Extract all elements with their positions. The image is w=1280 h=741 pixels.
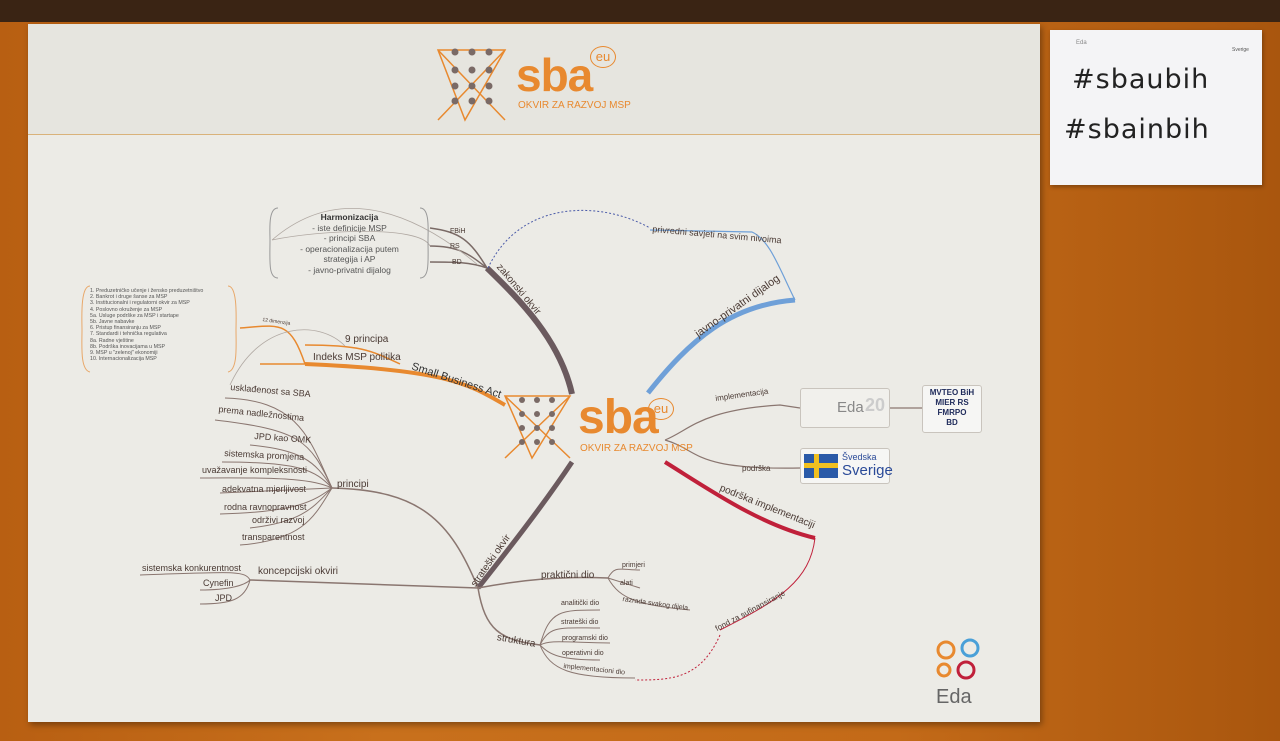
branch-podrska-implementaciji — [663, 460, 816, 540]
poster — [28, 24, 1040, 722]
center-eu-badge: eu — [648, 398, 674, 420]
dimension-item: 8a. Radne vještine — [90, 337, 134, 344]
header-sba-logo: sba — [516, 49, 593, 101]
struktura-item: analitički dio — [561, 600, 600, 607]
harmonizacija-title: Harmonizacija — [320, 212, 379, 222]
eda-corner-logo-text: Eda — [936, 686, 972, 708]
header-logo-subtitle: OKVIR ZA RAZVOJ MSP — [518, 100, 631, 111]
branch-javno-privatni-dijalog — [646, 297, 796, 395]
koncepcijski-item: sistemska konkurentnost — [142, 563, 242, 573]
dimension-item: 8b. Podrška inovacijama u MSP — [90, 343, 166, 350]
dimension-item: 2. Bankrot i druge šanse za MSP — [90, 294, 168, 301]
partner-item: MIER RS — [935, 398, 969, 407]
harmonizacija-line: - javno-privatni dijalog — [308, 264, 391, 275]
wall-top — [0, 0, 1280, 22]
dimensions-list: 1. Preduzetničko učenje i žensko preduze… — [90, 288, 203, 362]
prakticni-item: alati — [620, 580, 633, 587]
hashtag-sbainbih: #sbainbih — [1064, 114, 1210, 145]
node-koncepcijski-okviri: koncepcijski okviri — [258, 566, 339, 577]
struktura-item: strateški dio — [561, 619, 599, 626]
dimension-item: 3. Institucionalni i regulatorni okvir z… — [90, 300, 190, 307]
principi-item: adekvatna mjerljivost — [222, 484, 307, 494]
prakticni-item: primjeri — [622, 562, 645, 569]
dimension-item: 4. Poslovno okruženje za MSP — [90, 306, 163, 313]
dimension-item: 7. Standardi i tehnička regulativa — [90, 331, 167, 338]
sverige-small-text: Švedska — [842, 452, 877, 462]
dimension-item: 5a. Usluge podrške za MSP i startape — [90, 312, 179, 319]
partner-item: FMRPO — [937, 408, 967, 417]
eda-corner-logo-icon — [936, 638, 980, 680]
dimension-item: 1. Preduzetničko učenje i žensko preduze… — [90, 288, 204, 294]
harmonizacija-line: - operacionalizacija putem — [300, 243, 399, 254]
branch-zakonski-okvir — [484, 265, 575, 395]
harmonizacija-line: - iste definicije MSP — [312, 222, 387, 233]
branch-small-business-act — [304, 362, 506, 407]
partner-item: MVTEO BiH — [929, 388, 975, 397]
koncepcijski-item: JPD — [215, 593, 233, 603]
sverige-big-text: Sverige — [842, 462, 893, 479]
node-principi: principi — [337, 479, 369, 490]
dimension-item: 9. MSP u "zelenoj" ekonomiji — [90, 350, 158, 357]
hashtag-sbaubih: #sbaubih — [1072, 64, 1210, 95]
partner-item: BD — [946, 418, 958, 427]
center-logo-grid-icon — [503, 395, 572, 460]
partners-box: MVTEO BiH MIER RS FMRPO BD — [922, 385, 982, 433]
swedish-flag-icon — [804, 454, 838, 478]
center-logo-subtitle: OKVIR ZA RAZVOJ MSP — [580, 443, 693, 454]
dimension-item: 10. Internacionalizacija MSP — [90, 356, 157, 363]
hashtag-note: Eda Sverige #sbaubih #sbainbih — [1050, 30, 1262, 185]
harmonizacija-line: - principi SBA — [323, 233, 376, 243]
header-logo-grid-icon — [436, 48, 507, 122]
koncepcijski-item: Cynefin — [203, 578, 234, 588]
note-logo-right: Sverige — [1232, 47, 1249, 53]
node-prakticni-dio: praktični dio — [541, 570, 595, 581]
harmonizacija-box: Harmonizacija - iste definicije MSP - pr… — [282, 212, 417, 275]
node-indeks-msp-politika: Indeks MSP politika — [313, 352, 401, 363]
branch-strateski-okvir — [476, 460, 575, 590]
note-logo-left: Eda — [1076, 40, 1087, 46]
dimension-item: 5b. Javne nabavke — [90, 319, 135, 326]
node-bd: BD — [452, 259, 462, 266]
poster-header — [28, 24, 1040, 135]
eda-logo-text: Eda — [837, 399, 864, 416]
node-fbih: FBiH — [450, 228, 466, 235]
principi-item: održivi razvoj — [252, 515, 305, 525]
struktura-item: operativni dio — [562, 650, 604, 657]
node-9-principa: 9 principa — [345, 334, 389, 345]
eda-logo-number: 20 — [865, 395, 886, 415]
principi-item: uvažavanje kompleksnosti — [202, 465, 308, 475]
center-sba-logo: sba — [578, 391, 659, 444]
struktura-item: programski dio — [562, 635, 608, 642]
dimension-item: 6. Pristup finansiranju za MSP — [90, 325, 161, 332]
eda-logo-box: Eda 20 — [800, 388, 890, 428]
principi-item: rodna ravnopravnost — [224, 502, 307, 512]
header-eu-badge: eu — [590, 46, 616, 68]
node-rs: RS — [450, 243, 460, 250]
sverige-logo-box: Švedska Sverige — [800, 448, 893, 484]
principi-item: transparentnost — [242, 532, 305, 542]
node-podrska: podrška — [742, 464, 771, 473]
harmonizacija-line: strategija i AP — [323, 254, 376, 264]
